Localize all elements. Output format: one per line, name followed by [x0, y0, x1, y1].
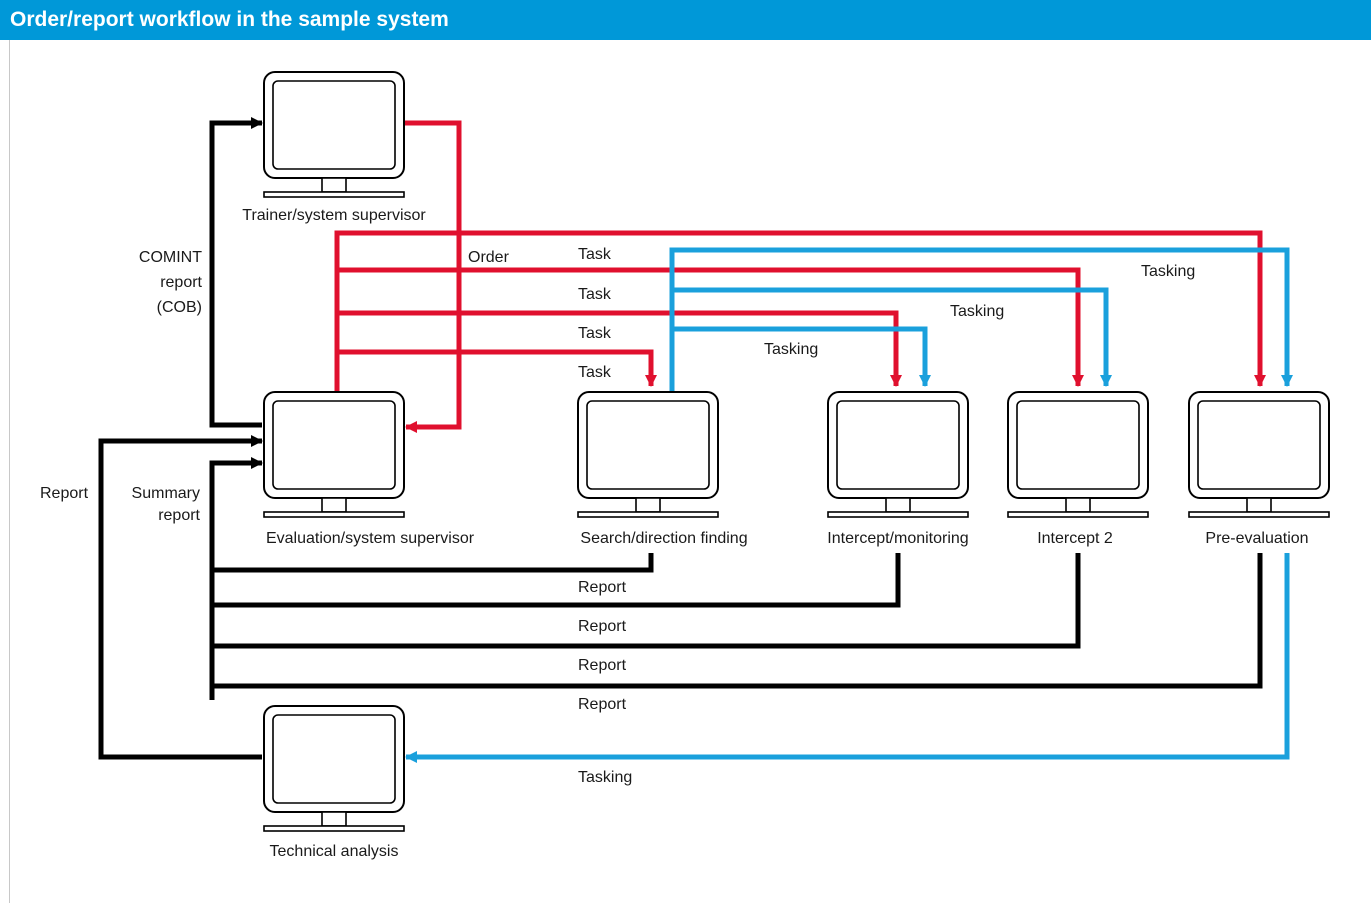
intercept-monitoring-monitor-icon [827, 391, 969, 518]
task-label-1: Task [578, 246, 612, 263]
comint-label-line2: report [160, 274, 202, 291]
search-monitor-icon [577, 391, 719, 518]
summary-report-line [209, 457, 263, 700]
comint-label-line3: (COB) [157, 299, 202, 316]
report-label-1: Report [578, 579, 627, 596]
pre-evaluation-monitor-icon [1188, 391, 1330, 518]
intercept-2-monitor-icon [1007, 391, 1149, 518]
order-label: Order [468, 249, 510, 266]
node-label-trainer: Trainer/system supervisor [242, 207, 426, 224]
task-label-4: Task [578, 364, 612, 381]
title-banner: Order/report workflow in the sample syst… [0, 0, 1371, 40]
tasking-label-2: Tasking [950, 303, 1004, 320]
comint-report-line [209, 117, 263, 428]
report-label-left: Report [40, 485, 89, 502]
task-line-search [337, 349, 657, 387]
report-line-pre-evaluation [212, 553, 1263, 689]
report-label-4: Report [578, 696, 627, 713]
report-label-2: Report [578, 618, 627, 635]
order-line [404, 120, 462, 433]
tasking-line-intercept-2 [672, 287, 1112, 387]
task-label-3: Task [578, 325, 612, 342]
trainer-monitor-icon [263, 71, 405, 198]
node-label-search: Search/direction finding [580, 530, 747, 547]
report-line-intercept-monitoring [212, 553, 901, 608]
report-label-3: Report [578, 657, 627, 674]
tasking-line-technical-analysis [405, 553, 1290, 763]
report-line-intercept-2 [212, 553, 1081, 649]
task-line-intercept-monitoring [337, 310, 902, 387]
node-label-intercept-monitoring: Intercept/monitoring [827, 530, 968, 547]
tasking-line-intercept-monitoring [672, 326, 931, 387]
tasking-label-4: Tasking [578, 769, 632, 786]
task-line-intercept-2 [337, 267, 1084, 387]
node-label-technical-analysis: Technical analysis [270, 843, 399, 860]
tasking-label-3: Tasking [764, 341, 818, 358]
page-title: Order/report workflow in the sample syst… [10, 8, 449, 31]
comint-label-line1: COMINT [139, 249, 202, 266]
node-label-evaluation: Evaluation/system supervisor [266, 530, 475, 547]
technical-analysis-monitor-icon [263, 705, 405, 832]
left-rule [9, 40, 10, 903]
report-line-search [212, 553, 654, 573]
summary-report-label-line1: Summary [132, 485, 200, 502]
node-label-pre-evaluation: Pre-evaluation [1205, 530, 1308, 547]
evaluation-monitor-icon [263, 391, 405, 518]
tasking-line-pre-evaluation [669, 247, 1293, 392]
summary-report-label-line2: report [158, 507, 200, 524]
task-label-2: Task [578, 286, 612, 303]
report-line-technical-analysis [98, 435, 263, 760]
node-label-intercept-2: Intercept 2 [1037, 530, 1113, 547]
tasking-label-1: Tasking [1141, 263, 1195, 280]
